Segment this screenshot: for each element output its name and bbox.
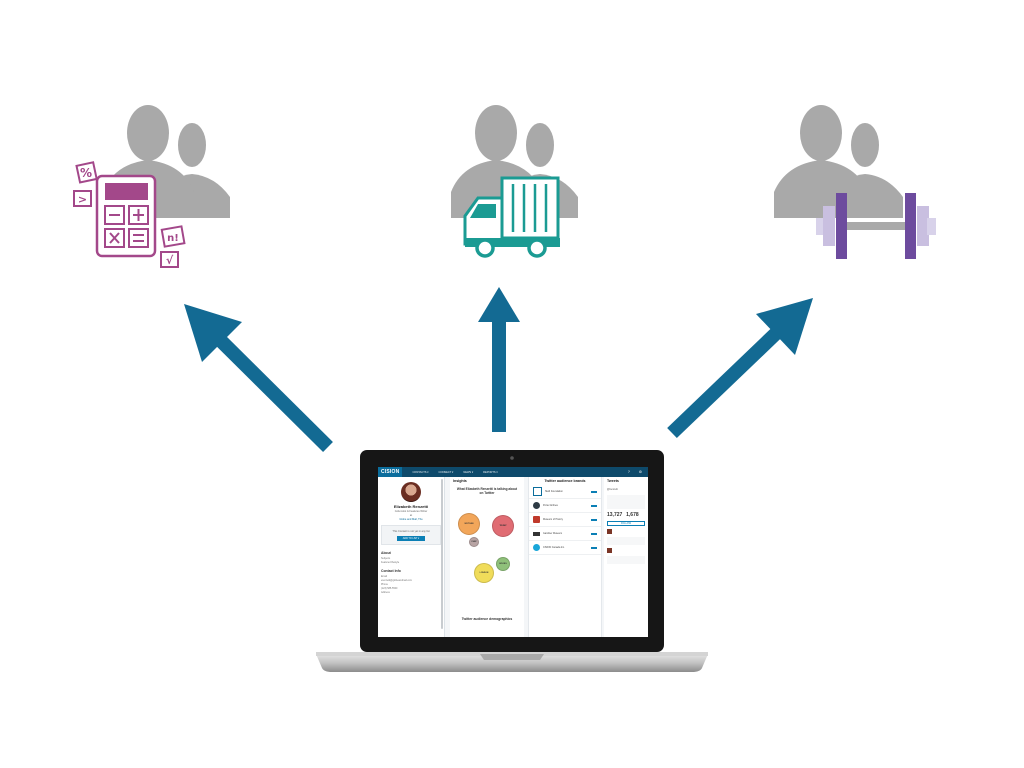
factorial-glyph: n! (167, 233, 179, 244)
sqrt-glyph: √ (166, 254, 174, 267)
arrow-to-calculator (184, 304, 333, 452)
brand-logo (533, 487, 542, 496)
topic-bubble[interactable]: WOTGEN (458, 513, 480, 535)
camera-dot (510, 456, 514, 460)
calc-tile-sqrt: √ (160, 251, 179, 268)
contact-line: Address (381, 591, 390, 594)
about-line: Featured lifestyle (381, 561, 400, 564)
contact-line: Email (381, 575, 387, 578)
brand-bar (591, 490, 597, 493)
brand-logo (533, 544, 540, 551)
list-item[interactable]: Gardiner Museum (529, 527, 601, 541)
topic-bubble[interactable]: LONDON (474, 563, 494, 583)
laptop: CISION CONTACTS ▾ CONNECT ▾ NEWS ▾ REPOR… (316, 448, 708, 672)
tweet-avatar (607, 529, 612, 534)
add-to-list-button[interactable]: ADD TO LIST ▾ (396, 536, 426, 541)
brand-name: Museum of History (543, 518, 563, 521)
tweet-bio (607, 494, 645, 509)
list-item[interactable]: Porter Airlines (529, 499, 601, 513)
profile-scrollbar[interactable] (441, 479, 443, 629)
topic-bubble[interactable]: TRUMP (492, 515, 514, 537)
calc-tile-percent: % (75, 161, 98, 184)
list-notice-box: This Contact is not yet in any list ADD … (381, 525, 441, 545)
tweet-body (607, 556, 645, 564)
contact-outlet-link[interactable]: Globe and Mail, The (399, 518, 423, 521)
brands-panel: Twitter audience brands Skoll Foundation… (528, 477, 602, 637)
brand-logo (533, 531, 540, 536)
follow-button[interactable]: FOLLOW (607, 520, 645, 526)
brand-bar (591, 504, 597, 507)
tweet-avatar (607, 548, 612, 553)
tweets-panel: Tweets @lrenzetti 13,727 1,678 FOLLOW (604, 477, 648, 637)
arrow-to-dumbbell (667, 298, 813, 439)
cision-logo[interactable]: CISION (378, 467, 403, 477)
nav-news[interactable]: NEWS ▾ (463, 470, 474, 474)
brand-name: Porter Airlines (543, 504, 558, 507)
app-screen: CISION CONTACTS ▾ CONNECT ▾ NEWS ▾ REPOR… (378, 467, 648, 637)
brand-bar (591, 546, 597, 549)
settings-icon[interactable]: ⚙ (638, 470, 642, 474)
contact-info-title: Contact Info (381, 569, 401, 573)
about-title: About (381, 551, 391, 555)
tweet-count: 13,727 (607, 511, 623, 518)
laptop-base (316, 654, 708, 672)
follower-count: 1,678 (626, 511, 639, 518)
tweet-item (607, 548, 645, 553)
demographics-heading: Twitter audience demographics (461, 617, 513, 621)
list-item[interactable]: CISION Canada Inc. (529, 541, 601, 555)
contact-at: at (409, 514, 413, 517)
arrow-to-truck (478, 287, 520, 432)
brand-logo (533, 502, 540, 509)
list-notice: This Contact is not yet in any list (392, 530, 430, 533)
percent-glyph: % (80, 166, 92, 180)
profile-panel: Elizabeth Renzetti Columnist & Features … (378, 477, 445, 637)
avatar (401, 482, 421, 502)
contact-name: Elizabeth Renzetti (393, 504, 429, 509)
brand-name: Gardiner Museum (543, 532, 563, 535)
brand-name: Skoll Foundation (545, 490, 563, 493)
insights-heading: What Elizabeth Renzetti is talking about… (456, 487, 518, 495)
brand-bar (591, 532, 597, 535)
list-item[interactable]: Skoll Foundation (529, 485, 601, 499)
nav-contacts[interactable]: CONTACTS ▾ (412, 470, 429, 474)
calc-tile-greater: > (73, 190, 92, 207)
topic-bubble[interactable]: BOOKS (496, 557, 510, 571)
list-item[interactable]: Museum of History (529, 513, 601, 527)
brand-name: CISION Canada Inc. (543, 546, 565, 549)
calculator-icon (95, 174, 157, 258)
brand-logo (533, 516, 540, 523)
insights-title: Insights (453, 479, 467, 483)
tweet-item (607, 529, 645, 534)
greater-glyph: > (78, 193, 87, 206)
dumbbell-icon (816, 193, 936, 259)
tweet-body (607, 537, 645, 545)
nav-reports[interactable]: REPORTS ▾ (483, 470, 498, 474)
laptop-notch (480, 654, 544, 660)
about-line: Subjects (381, 557, 391, 560)
brands-title: Twitter audience brands (544, 479, 586, 483)
contact-line: (123) 585-5500 (381, 587, 398, 590)
contact-role: Columnist & Features Writer (394, 510, 428, 513)
contact-line: Phone (381, 583, 388, 586)
truck-icon (463, 176, 560, 258)
insights-panel: Insights What Elizabeth Renzetti is talk… (450, 477, 524, 637)
nav-connect[interactable]: CONNECT ▾ (438, 470, 454, 474)
contact-line[interactable]: erenzetti@globeandmail.com (381, 579, 412, 582)
tweets-title: Tweets (607, 479, 619, 483)
help-icon[interactable]: ? (627, 470, 630, 474)
brand-bar (591, 518, 597, 521)
topic-bubble[interactable]: CHEF (469, 537, 479, 547)
calc-tile-factorial: n! (160, 225, 186, 248)
top-nav: CISION CONTACTS ▾ CONNECT ▾ NEWS ▾ REPOR… (378, 467, 648, 477)
twitter-handle[interactable]: @lrenzetti (607, 488, 618, 491)
